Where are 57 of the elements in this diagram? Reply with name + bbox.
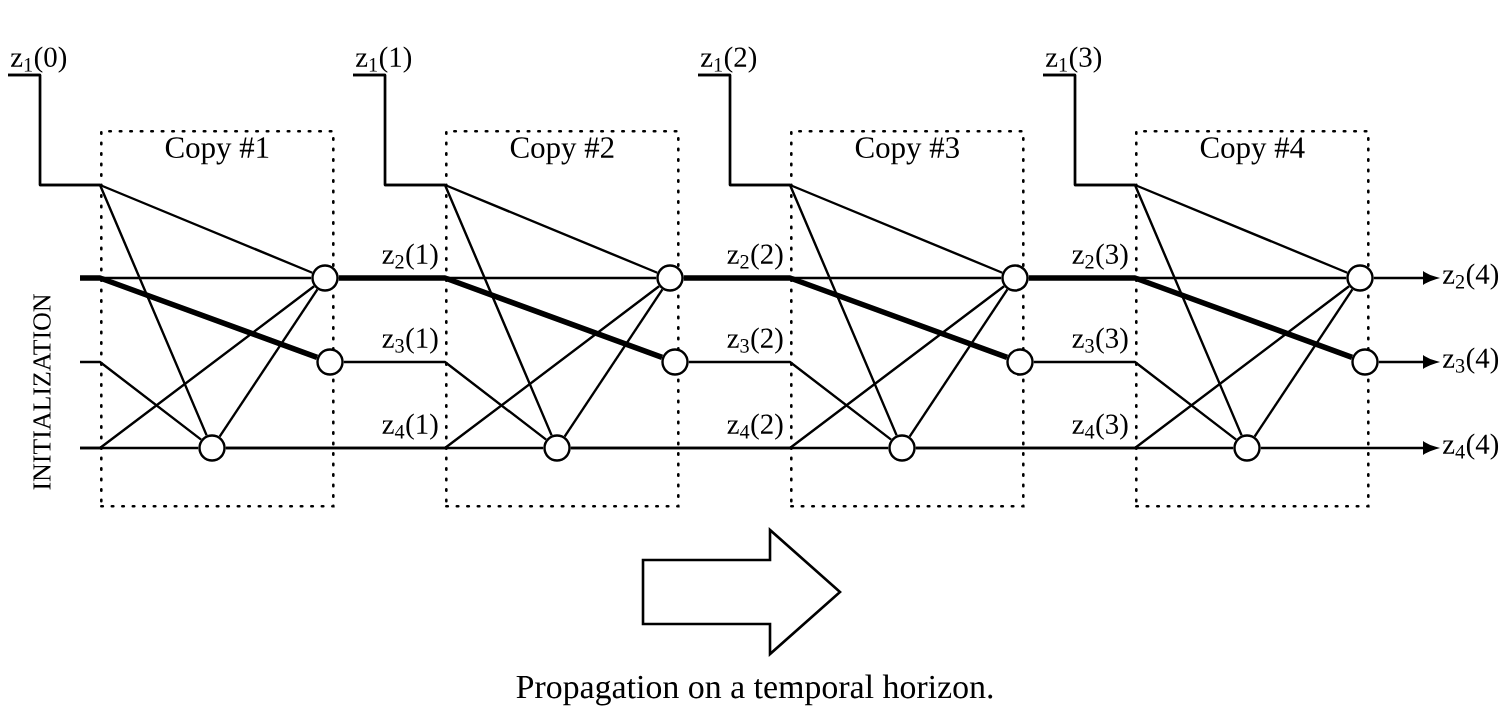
connection-line xyxy=(8,73,208,436)
variable-label: z$_{1}$(1) xyxy=(356,46,412,73)
arrow xyxy=(1260,442,1437,454)
connection-line xyxy=(1253,288,1354,438)
connection-line xyxy=(80,360,202,441)
node-circle xyxy=(656,264,684,292)
connection-line xyxy=(1033,360,1237,441)
arrow xyxy=(1373,272,1437,284)
variable-label: z$_{3}$(4) xyxy=(1443,347,1499,374)
node-circle xyxy=(888,434,916,462)
connection-line xyxy=(225,446,544,450)
variable-label: z$_{2}$(1) xyxy=(382,243,438,270)
connection-line xyxy=(908,288,1009,438)
variable-label: z$_{4}$(1) xyxy=(382,413,438,440)
variable-label: z$_{1}$(3) xyxy=(1046,46,1102,73)
node-circle xyxy=(1346,264,1374,292)
connection-line xyxy=(698,73,898,436)
connection-line xyxy=(218,288,319,438)
connection-line xyxy=(683,275,1009,360)
node-circle xyxy=(316,348,344,376)
variable-label: z$_{1}$(2) xyxy=(701,46,757,73)
node-circle xyxy=(543,434,571,462)
connection-line xyxy=(1028,275,1354,360)
variable-label: z$_{1}$(0) xyxy=(11,46,67,73)
node-circle xyxy=(198,434,226,462)
variable-label: z$_{4}$(4) xyxy=(1443,433,1499,460)
arrow xyxy=(1378,356,1437,368)
connection-line xyxy=(338,275,664,360)
variable-label: z$_{2}$(2) xyxy=(727,243,783,270)
node-circle xyxy=(1233,434,1261,462)
connection-line xyxy=(80,446,199,450)
connection-line xyxy=(915,446,1234,450)
variable-label: z$_{2}$(4) xyxy=(1443,263,1499,290)
node-circle xyxy=(1351,348,1379,376)
connection-line xyxy=(80,275,319,360)
node-circle xyxy=(1001,264,1029,292)
copy-box: Copy #4 xyxy=(1135,130,1370,508)
caption: Propagation on a temporal horizon. xyxy=(516,674,993,706)
connection-line xyxy=(688,360,892,441)
variable-label: z$_{3}$(1) xyxy=(382,327,438,354)
node-circle xyxy=(1006,348,1034,376)
copy-box: Copy #2 xyxy=(445,130,680,508)
connection-line xyxy=(343,360,547,441)
copy-box: Copy #1 xyxy=(100,130,335,508)
connection-line xyxy=(570,446,889,450)
variable-label: z$_{3}$(2) xyxy=(727,327,783,354)
node-circle xyxy=(311,264,339,292)
variable-label: z$_{2}$(3) xyxy=(1072,243,1128,270)
node-circle xyxy=(661,348,689,376)
variable-label: z$_{4}$(3) xyxy=(1072,413,1128,440)
connection-line xyxy=(1043,73,1243,436)
connection-line xyxy=(563,288,664,438)
copy-box: Copy #3 xyxy=(790,130,1025,508)
variable-label: z$_{4}$(2) xyxy=(727,413,783,440)
side-label: INITIALIZATION xyxy=(33,294,51,490)
connection-line xyxy=(353,73,553,436)
variable-label: z$_{3}$(3) xyxy=(1072,327,1128,354)
